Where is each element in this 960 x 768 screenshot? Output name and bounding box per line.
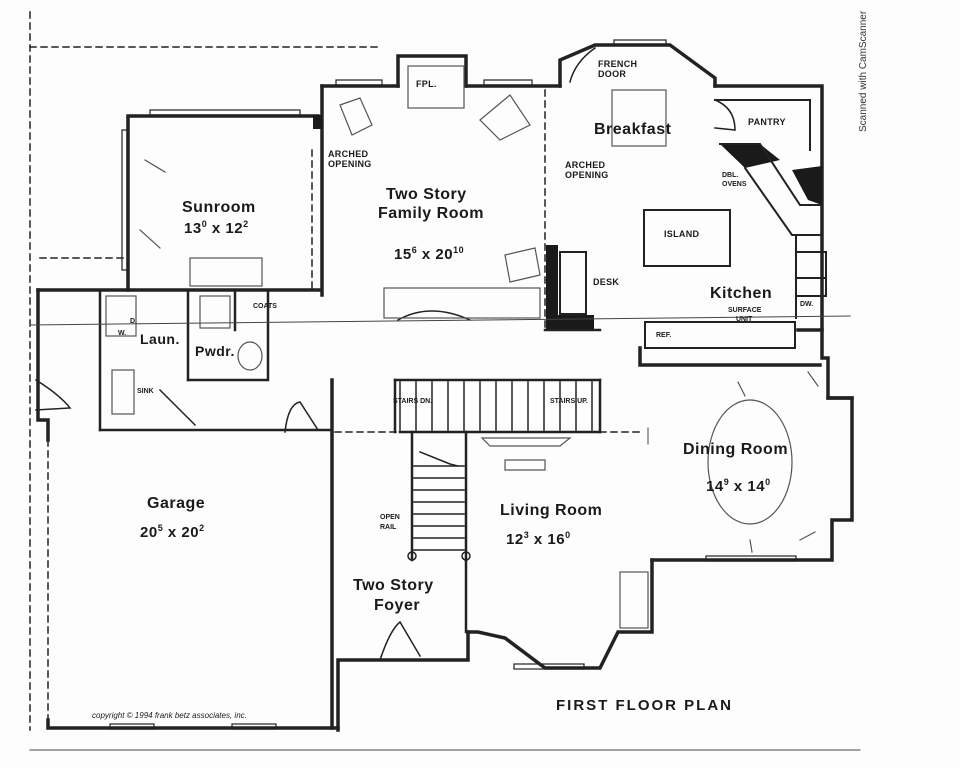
open-rail-label-line1: OPEN [380,514,400,521]
sunroom-dimensions: 130 x 122 [184,219,249,237]
living-room-label: Living Room [500,502,603,519]
kitchen-counters [559,99,827,349]
surface-unit-label-line2: UNIT [736,316,753,323]
foyer-label-line2: Foyer [374,597,421,614]
stairs-up-label: STAIRS UP. [550,398,588,405]
stairs [399,381,593,561]
family-room-dimensions: 156 x 2010 [394,245,465,263]
dashed-guide-lines [29,11,641,731]
door-swings [34,46,736,661]
garage-dimensions: 205 x 202 [140,523,205,541]
arched-opening-right-line1: ARCHED [565,160,606,170]
sink-label: SINK [137,388,154,395]
exterior-walls [36,43,854,732]
family-room-label-line1: Two Story [386,186,467,203]
arched-opening-left-line2: OPENING [328,159,372,169]
double-ovens-label-line1: DBL. [722,172,739,179]
copyright-notice: copyright © 1994 frank betz associates, … [92,711,247,720]
french-door-label-line1: FRENCH [598,59,638,69]
double-ovens-label-line2: OVENS [722,181,747,188]
refrigerator-label: REF. [656,332,672,339]
kitchen-label: Kitchen [710,285,773,302]
open-rail-label-line2: RAIL [380,524,397,531]
living-room-dimensions: 123 x 160 [506,530,571,548]
fireplace-label: FPL. [416,79,437,89]
french-door-label-line2: DOOR [598,69,627,79]
dining-room-label: Dining Room [683,441,789,458]
desk-label: DESK [593,277,620,287]
washer-label: W. [118,330,127,337]
laundry-label: Laun. [140,331,180,347]
furniture-sketch [105,65,819,629]
stairs-down-label: STAIRS DN. [393,398,433,405]
breakfast-label: Breakfast [594,121,672,138]
scan-guide-lines [29,315,861,751]
coats-label: COATS [253,303,277,310]
foyer-label-line1: Two Story [353,577,434,594]
surface-unit-label-line1: SURFACE [728,307,762,314]
window-lines [109,39,797,730]
pantry-label: PANTRY [748,117,786,127]
interior-walls [98,290,602,634]
island-label: ISLAND [664,229,700,239]
dining-room-dimensions: 149 x 140 [706,477,771,495]
powder-label: Pwdr. [195,343,235,359]
dishwasher-label: DW. [800,301,814,308]
scanner-watermark: Scanned with CamScanner [858,10,869,132]
arched-opening-right-line2: OPENING [565,170,609,180]
plan-title: FIRST FLOOR PLAN [556,697,733,714]
family-room-label-line2: Family Room [378,205,484,222]
garage-label: Garage [147,495,206,512]
sunroom-label: Sunroom [182,199,256,216]
dryer-label: D. [130,318,137,325]
arched-opening-left-line1: ARCHED [328,149,369,159]
